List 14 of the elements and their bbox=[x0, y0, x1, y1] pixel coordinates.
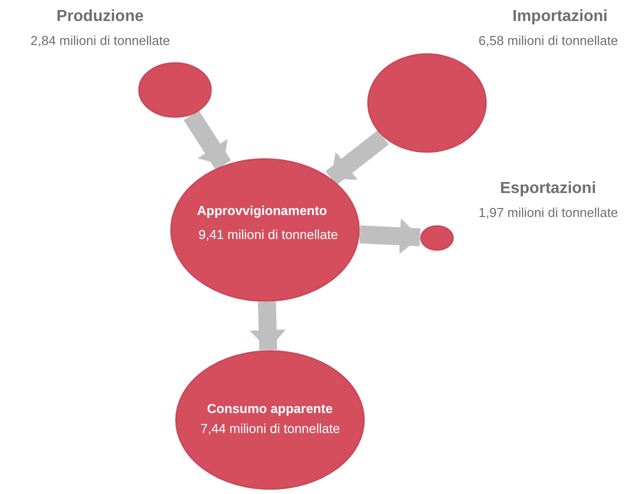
block-arrow bbox=[359, 218, 420, 254]
block-arrow bbox=[325, 130, 389, 186]
node-value: 1,97 milioni di tonnellate bbox=[478, 204, 618, 220]
node-title: Importazioni bbox=[512, 8, 608, 26]
node-title: Produzione bbox=[56, 8, 144, 26]
node-title: Esportazioni bbox=[500, 180, 596, 198]
node-value: 6,58 milioni di tonnellate bbox=[478, 32, 618, 48]
block-arrow bbox=[250, 302, 286, 350]
node-value: 7,44 milioni di tonnellate bbox=[200, 420, 340, 436]
node-value: 9,41 milioni di tonnellate bbox=[198, 226, 338, 242]
node-title: Consumo apparente bbox=[207, 400, 333, 416]
node-title: Approvvigionamento bbox=[197, 202, 328, 218]
block-arrow bbox=[184, 110, 231, 170]
node-value: 2,84 milioni di tonnellate bbox=[30, 32, 170, 48]
